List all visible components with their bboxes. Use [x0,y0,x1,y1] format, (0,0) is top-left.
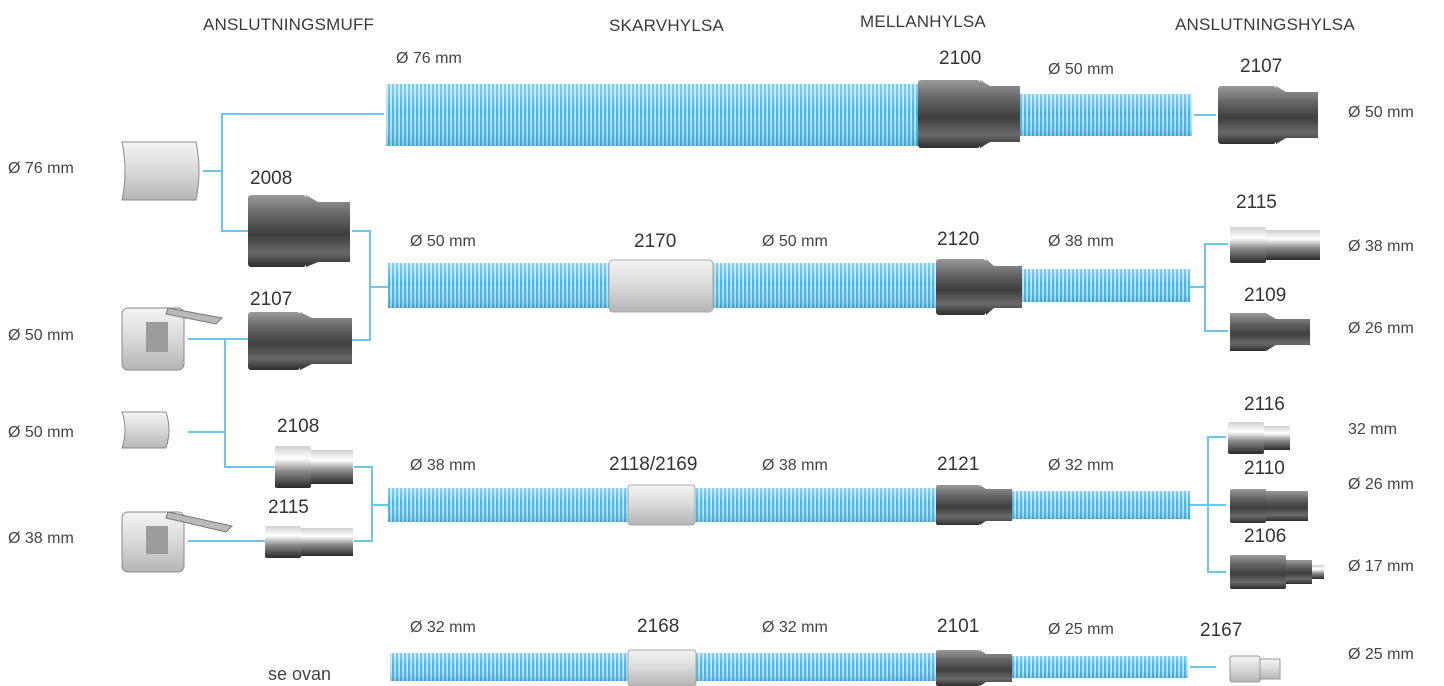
row4-after-dim: Ø 25 mm [1048,621,1114,638]
splice-2170 [608,259,714,313]
splice-2168 [627,649,697,686]
muff-2115-label: 2115 [268,497,309,518]
row3-end-a-dim: 32 mm [1348,421,1397,438]
mid-2120 [936,259,1022,315]
row2-end-b-code: 2109 [1244,285,1287,306]
row4-splice-code: 2168 [637,616,680,637]
end-2107 [1218,86,1318,144]
row1-end-code: 2107 [1240,56,1283,77]
end-2106 [1230,555,1324,589]
muff-2115-left [265,526,353,558]
muff-2108-label: 2108 [277,416,320,437]
row2-end-a-dim: Ø 38 mm [1348,238,1414,255]
se-ovan-label: se ovan [268,664,332,684]
row2-end-a-code: 2115 [1236,192,1277,213]
end-2115 [1230,227,1320,263]
muff-2008-label: 2008 [250,168,293,189]
row3-hose-dim: Ø 38 mm [410,457,476,474]
inlet-76-pipe [121,141,200,201]
header-anslutningshylsa: ANSLUTNINGSHYLSA [1175,15,1355,34]
inlet-50b-label: Ø 50 mm [8,424,74,441]
row1-after-dim: Ø 50 mm [1048,61,1114,78]
end-2109 [1230,313,1310,351]
row4-hose-dim: Ø 32 mm [410,619,476,636]
row3-end-b-code: 2110 [1244,458,1285,479]
muff-2108 [275,446,353,488]
row1-end-dim: Ø 50 mm [1348,104,1414,121]
inlet-50-socket-with-lid [121,307,224,371]
inlet-38-label: Ø 38 mm [8,530,74,547]
row3-mid-code: 2121 [937,454,980,475]
row2-mid-code: 2120 [937,229,980,250]
inlet-50a-label: Ø 50 mm [8,327,74,344]
row4-end-dim: Ø 25 mm [1348,646,1414,663]
mid-2101 [936,650,1012,686]
row2-after-dim: Ø 38 mm [1048,233,1114,250]
end-2167 [1229,655,1281,683]
hose-row-2 [388,263,1190,308]
row1-hose-dim: Ø 76 mm [396,50,462,67]
row3-after-dim: Ø 32 mm [1048,457,1114,474]
inlet-38-socket-with-lid [121,511,234,573]
hose-row-4 [390,653,1188,681]
row2-splice-dim: Ø 50 mm [762,233,828,250]
connector-lines [188,113,1228,668]
header-skarvhylsa: SKARVHYLSA [609,16,725,35]
inlet-76-label: Ø 76 mm [8,160,74,177]
header-mellanhylsa: MELLANHYLSA [860,12,986,31]
mid-2121 [936,485,1012,525]
hose-row-1 [386,84,1192,146]
end-2110 [1230,489,1308,523]
row1-mid-code: 2100 [939,48,982,69]
row4-end-code: 2167 [1200,620,1243,641]
row4-splice-dim: Ø 32 mm [762,619,828,636]
row3-end-c-dim: Ø 17 mm [1348,558,1414,575]
muff-2107-label: 2107 [250,289,293,310]
end-2116 [1228,422,1290,454]
muff-2107-left [248,312,352,370]
hose-row-3 [388,488,1190,522]
inlet-50-pipe [121,411,170,449]
row2-hose-dim: Ø 50 mm [410,233,476,250]
row3-end-b-dim: Ø 26 mm [1348,476,1414,493]
row2-splice-code: 2170 [634,231,677,252]
header-anslutningsmuff: ANSLUTNINGSMUFF [203,15,375,34]
row4-mid-code: 2101 [937,616,980,637]
splice-2118-2169 [627,484,696,526]
row3-splice-dim: Ø 38 mm [762,457,828,474]
row3-end-a-code: 2116 [1244,394,1285,415]
row2-end-b-dim: Ø 26 mm [1348,320,1414,337]
row3-end-c-code: 2106 [1244,526,1287,547]
row3-splice-code: 2118/2169 [609,454,698,475]
mid-2100 [918,80,1020,148]
muff-2008 [248,195,350,267]
